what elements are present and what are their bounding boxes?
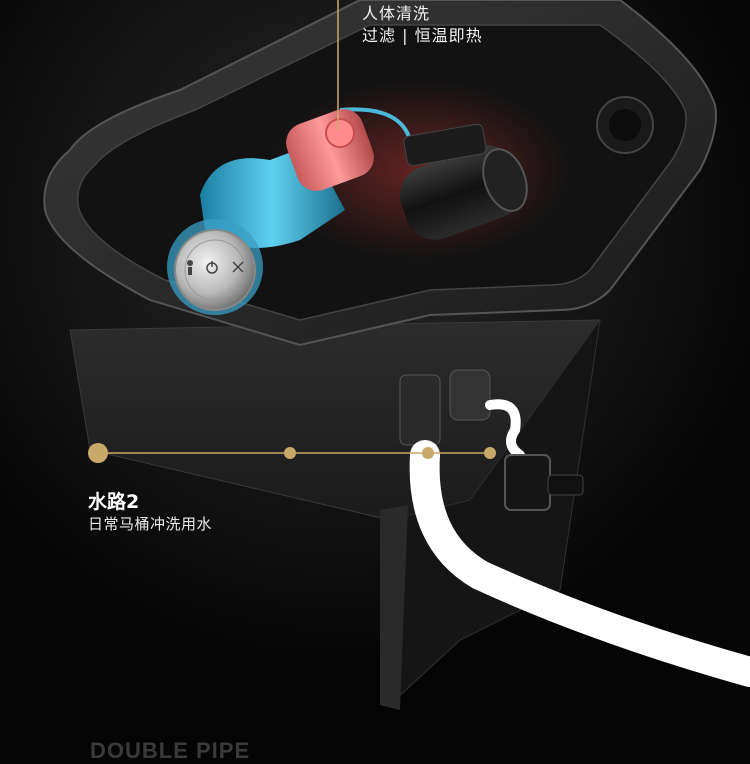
knob-person-icon — [187, 260, 193, 275]
callout-dot — [484, 447, 496, 459]
water-route-title: 水路2 — [88, 491, 140, 513]
callout-dot — [422, 447, 434, 459]
control-knob — [167, 219, 263, 315]
knob-power-icon — [206, 261, 218, 274]
knob-fan-icon — [232, 261, 244, 273]
callout-dot — [284, 447, 296, 459]
water-route-description: 日常马桶冲洗用水 — [88, 515, 213, 533]
footer-partial-heading: DOUBLE PIPE — [90, 738, 251, 763]
valve-cylinder — [400, 123, 528, 240]
callout-dot-large — [88, 443, 108, 463]
water-route-callout-line — [88, 443, 496, 463]
top-callout-line2: 过滤 | 恒温即热 — [362, 26, 483, 45]
pump-assembly — [200, 107, 412, 248]
connector-nut — [504, 454, 584, 511]
top-callout-line1: 人体清洗 — [362, 4, 431, 23]
white-hose — [409, 440, 750, 687]
pipe-fittings — [399, 369, 584, 511]
